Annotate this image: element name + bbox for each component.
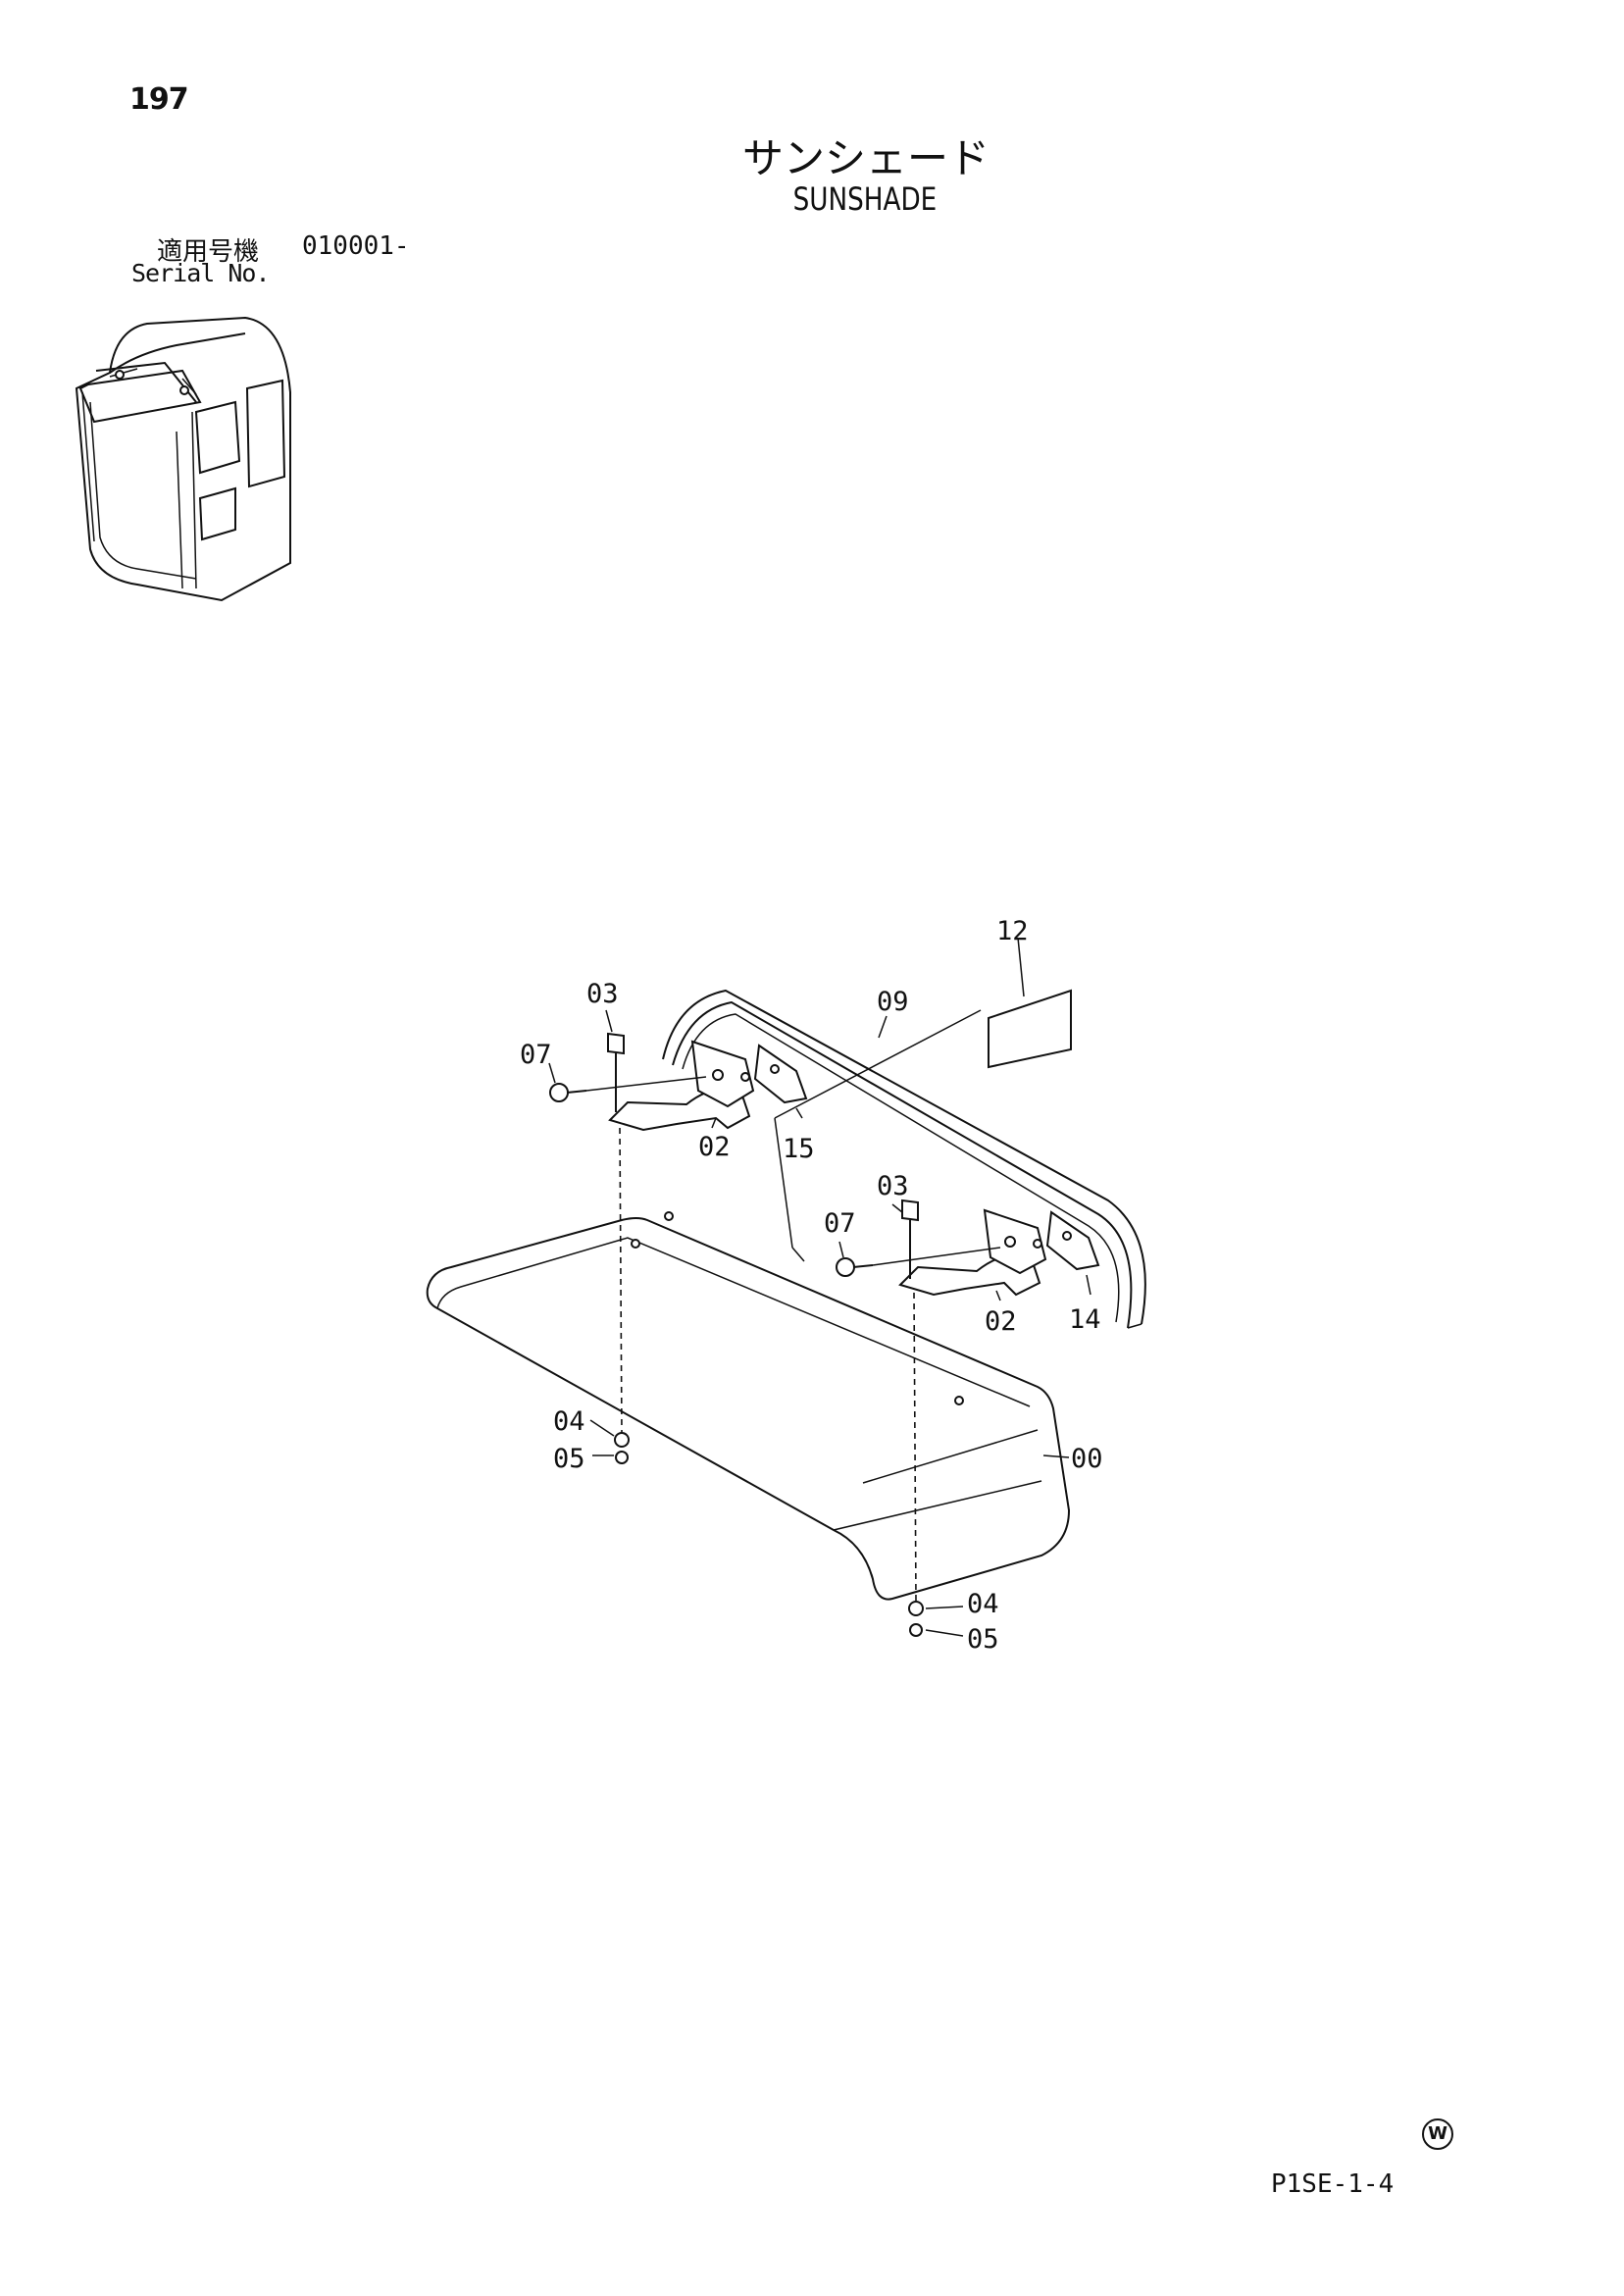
callout-14: 14	[1069, 1304, 1101, 1335]
callout-05-left: 05	[553, 1444, 585, 1474]
callout-07-right: 07	[824, 1208, 856, 1239]
label-plate-12	[988, 989, 1072, 1069]
callout-02-right: 02	[985, 1306, 1017, 1337]
washer-04-left	[614, 1432, 630, 1448]
sunshade-panel	[426, 1211, 1071, 1601]
callout-02-left: 02	[698, 1132, 731, 1162]
bracket-set-right	[836, 1199, 1100, 1637]
callout-04-right: 04	[967, 1589, 999, 1619]
title-english: SUNSHADE	[792, 180, 938, 218]
serial-label-japanese: 適用号機	[157, 237, 260, 267]
nut-05-right	[909, 1623, 923, 1637]
serial-number-value: 010001-	[302, 231, 410, 261]
footer-page-code: P1SE-1-4	[1271, 2169, 1395, 2199]
callout-00: 00	[1071, 1444, 1103, 1474]
callout-05-right: 05	[967, 1624, 999, 1655]
title-japanese: サンシェード	[741, 134, 990, 182]
callout-07-left: 07	[520, 1040, 552, 1070]
bracket-set-left	[549, 1032, 808, 1464]
washer-04-right	[908, 1601, 924, 1616]
page-number: 197	[129, 82, 189, 117]
serial-label-english: Serial No.	[131, 259, 271, 287]
callout-15: 15	[783, 1134, 815, 1164]
callout-03-right: 03	[877, 1171, 909, 1201]
footer-circled-mark: W	[1422, 2118, 1453, 2150]
callout-03-left: 03	[586, 979, 619, 1009]
callout-04-left: 04	[553, 1406, 585, 1437]
nut-05-left	[615, 1451, 629, 1464]
callout-09: 09	[877, 987, 909, 1017]
callout-12: 12	[996, 916, 1029, 946]
weatherstrip-09	[662, 989, 1146, 1329]
